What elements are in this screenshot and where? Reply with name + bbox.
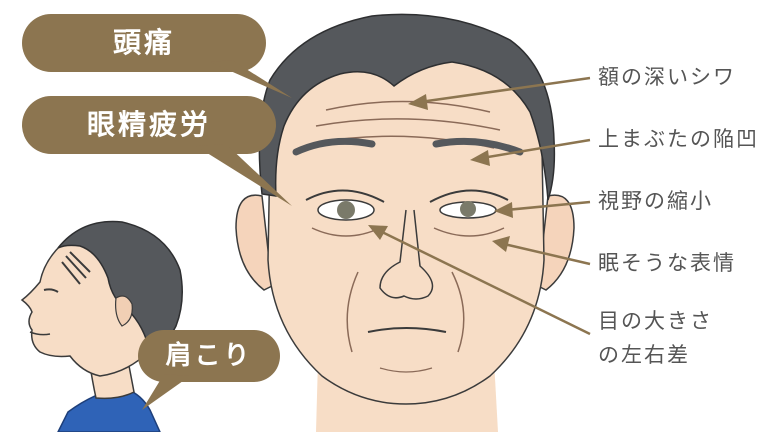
chin-line xyxy=(379,367,433,373)
nasolabial-folds xyxy=(346,271,465,353)
headache-bubble-tail xyxy=(210,60,292,98)
right-ear xyxy=(537,194,575,291)
label-eye-size-diff-line2: の左右差 xyxy=(598,343,690,367)
arrow-eyelid xyxy=(470,150,490,166)
front-face xyxy=(235,13,575,432)
stiff-shoulders-bubble-tail xyxy=(142,374,190,410)
right-iris xyxy=(460,201,476,217)
label-forehead-wrinkles: 額の深いシワ xyxy=(598,65,736,89)
label-sunken-eyelids: 上まぶたの陥凹 xyxy=(598,127,759,151)
right-eyebrow xyxy=(432,137,524,156)
label-narrowed-vision: 視野の縮小 xyxy=(598,189,713,213)
callout-eye-strain: 眼精疲労 xyxy=(86,108,211,141)
face-skin xyxy=(267,46,545,405)
profile-ear xyxy=(115,295,133,327)
left-iris xyxy=(337,201,355,219)
arrow-forehead xyxy=(408,94,428,110)
hair xyxy=(258,13,556,201)
arrow-eye-diff xyxy=(368,225,388,240)
callout-shapes xyxy=(22,14,292,410)
profile-forehead-lines xyxy=(61,251,91,285)
eye-strain-bubble-tail xyxy=(196,144,292,206)
eye-strain-bubble xyxy=(22,96,276,154)
pointer-eyelid xyxy=(481,138,591,160)
pointer-lines xyxy=(368,76,591,336)
left-eyebrow xyxy=(292,137,376,156)
callout-headache: 頭痛 xyxy=(112,26,175,59)
profile-figure xyxy=(20,220,183,432)
left-ear xyxy=(235,194,273,291)
nose xyxy=(379,209,434,300)
callout-stiff-shoulders: 肩こり xyxy=(165,341,253,371)
stiff-shoulders-bubble xyxy=(138,330,280,382)
left-upper-lid xyxy=(305,189,385,203)
label-eye-size-diff-line1: 目の大きさ xyxy=(598,309,713,333)
profile-mouth xyxy=(29,331,51,336)
headache-bubble xyxy=(22,14,266,72)
arrow-sleepy xyxy=(492,236,510,252)
pointer-forehead xyxy=(419,76,591,104)
label-sleepy-expression: 眠そうな表情 xyxy=(598,251,736,275)
pointer-vision xyxy=(505,200,591,212)
pointer-sleepy xyxy=(503,242,591,266)
pointer-eye-diff xyxy=(377,228,591,336)
arrow-vision xyxy=(494,202,513,218)
profile-eye xyxy=(43,288,59,293)
right-upper-lid xyxy=(429,189,509,203)
mouth xyxy=(367,327,447,333)
